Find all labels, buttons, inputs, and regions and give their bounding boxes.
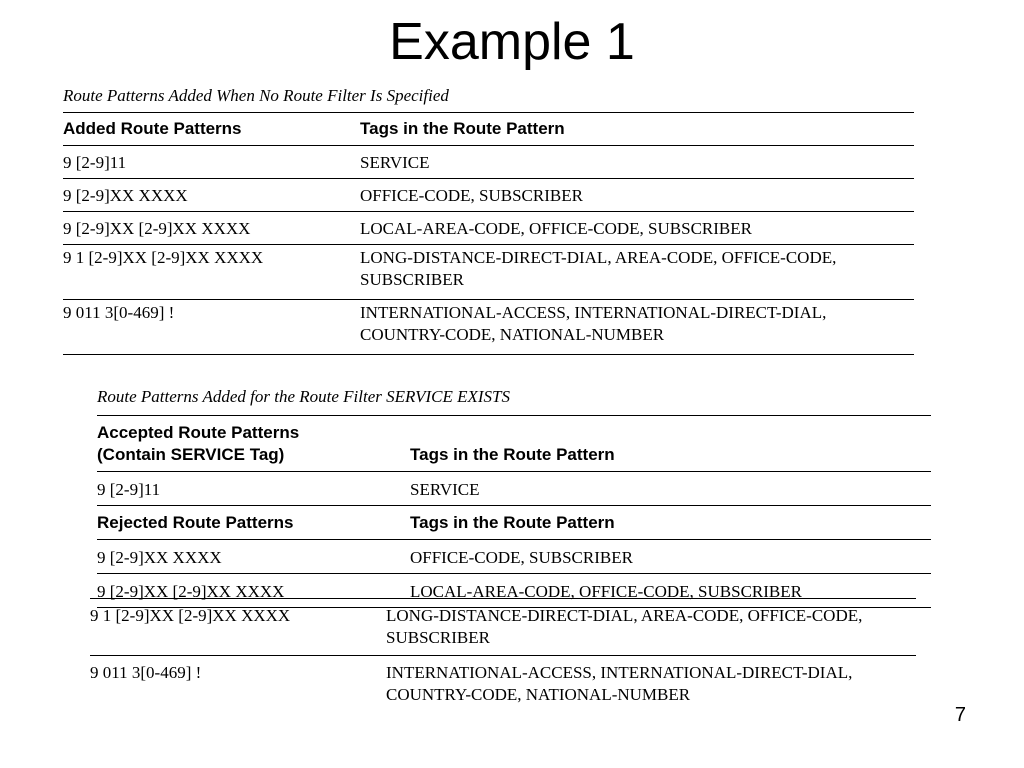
table-row: 9 011 3[0-469] ! INTERNATIONAL-ACCESS, I… [63,300,914,355]
column-header: Added Route Patterns [63,119,242,138]
table1-caption: Route Patterns Added When No Route Filte… [63,86,449,105]
table-header-row: Added Route Patterns Tags in the Route P… [63,113,914,146]
rejected-header-row: Rejected Route Patterns Tags in the Rout… [97,506,931,540]
slide-title: Example 1 [389,13,635,71]
column-header: Tags in the Route Pattern [410,513,615,532]
pattern-cell: 9 [2-9]11 [97,480,161,499]
tags-cell: SERVICE [360,153,430,172]
column-header: Rejected Route Patterns [97,513,294,532]
tags-cell: OFFICE-CODE, SUBSCRIBER [410,548,633,567]
pattern-cell: 9 011 3[0-469] ! [63,303,175,322]
table-row: 9 [2-9]XX [2-9]XX XXXX LOCAL-AREA-CODE, … [63,212,914,245]
tags-cell: OFFICE-CODE, SUBSCRIBER [360,186,583,205]
pattern-cell: 9 [2-9]XX [2-9]XX XXXX [63,219,251,238]
column-header: Tags in the Route Pattern [360,119,565,138]
table-row: 9 1 [2-9]XX [2-9]XX XXXX LONG-DISTANCE-D… [90,599,916,656]
column-header: Accepted Route Patterns (Contain SERVICE… [97,416,410,472]
tags-cell: LOCAL-AREA-CODE, OFFICE-CODE, SUBSCRIBER [410,582,802,601]
table-row: 9 1 [2-9]XX [2-9]XX XXXX LONG-DISTANCE-D… [63,245,914,300]
rejected-patterns-continued-table: 9 1 [2-9]XX [2-9]XX XXXX LONG-DISTANCE-D… [90,599,916,712]
table2-caption: Route Patterns Added for the Route Filte… [97,387,510,406]
service-filter-table: Accepted Route Patterns (Contain SERVICE… [97,415,931,608]
tags-cell: SERVICE [410,480,480,499]
accepted-header-row: Accepted Route Patterns (Contain SERVICE… [97,416,931,472]
table-row: 9 [2-9]XX XXXX OFFICE-CODE, SUBSCRIBER [63,179,914,212]
pattern-cell: 9 1 [2-9]XX [2-9]XX XXXX [90,606,291,625]
table-row: 9 011 3[0-469] ! INTERNATIONAL-ACCESS, I… [90,656,916,713]
table-row: 9 [2-9]XX [2-9]XX XXXX LOCAL-AREA-CODE, … [97,574,931,608]
pattern-cell: 9 [2-9]11 [63,153,127,172]
route-patterns-table: Added Route Patterns Tags in the Route P… [63,112,914,355]
table-row: 9 [2-9]11 SERVICE [63,146,914,179]
column-header: Tags in the Route Pattern [410,445,615,464]
divider [90,598,916,599]
tags-cell: LONG-DISTANCE-DIRECT-DIAL, AREA-CODE, OF… [386,606,863,647]
pattern-cell: 9 [2-9]XX [2-9]XX XXXX [97,582,285,601]
page-number: 7 [954,704,966,726]
pattern-cell: 9 [2-9]XX XXXX [63,186,188,205]
accepted-header-line1: Accepted Route Patterns [97,423,300,442]
table-row: 9 [2-9]XX XXXX OFFICE-CODE, SUBSCRIBER [97,540,931,574]
tags-cell: INTERNATIONAL-ACCESS, INTERNATIONAL-DIRE… [386,663,853,704]
pattern-cell: 9 1 [2-9]XX [2-9]XX XXXX [63,248,264,267]
pattern-cell: 9 [2-9]XX XXXX [97,548,222,567]
pattern-cell: 9 011 3[0-469] ! [90,663,202,682]
tags-cell: INTERNATIONAL-ACCESS, INTERNATIONAL-DIRE… [360,303,827,344]
tags-cell: LONG-DISTANCE-DIRECT-DIAL, AREA-CODE, OF… [360,248,837,289]
tags-cell: LOCAL-AREA-CODE, OFFICE-CODE, SUBSCRIBER [360,219,752,238]
table-row: 9 [2-9]11 SERVICE [97,472,931,506]
accepted-header-line2: (Contain SERVICE Tag) [97,445,285,464]
